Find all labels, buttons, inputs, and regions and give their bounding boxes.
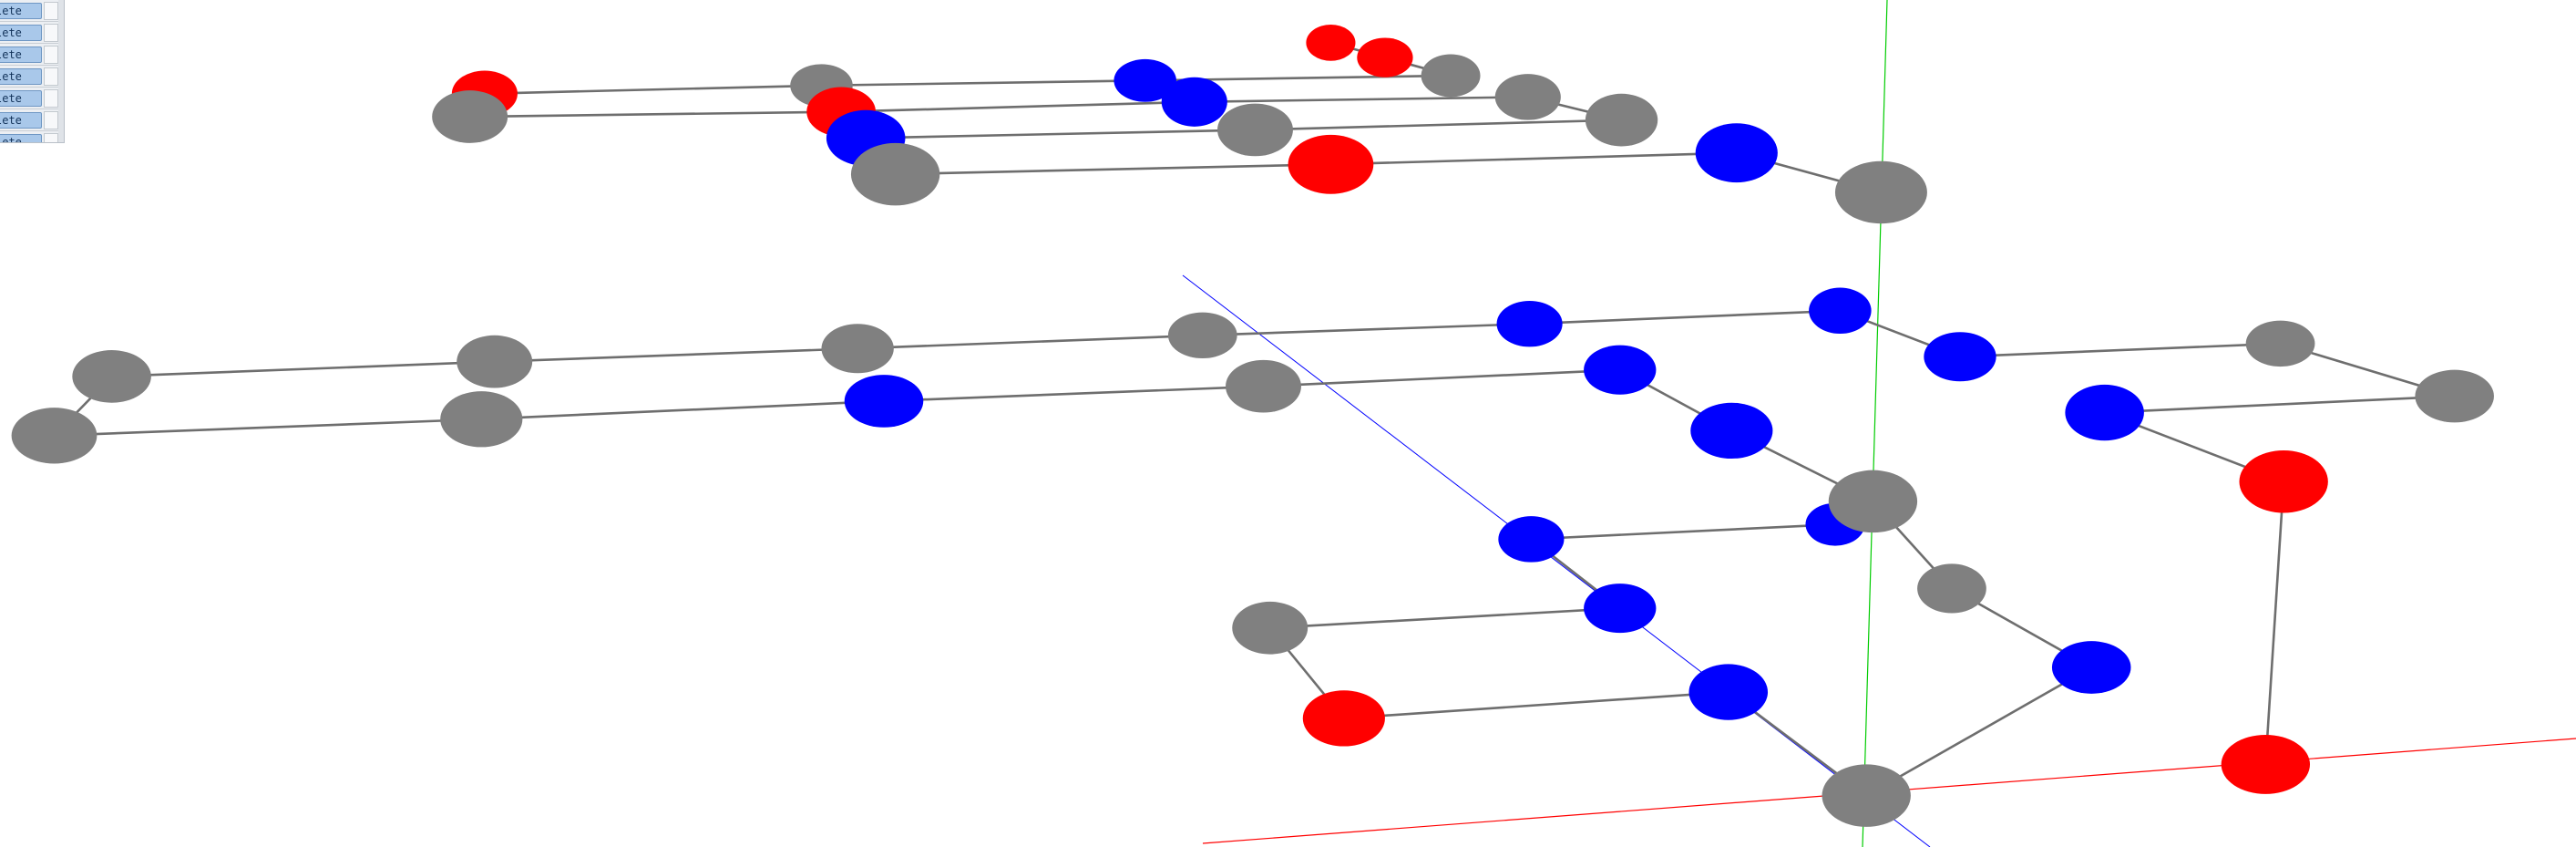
panel-scrollbar[interactable]	[58, 0, 64, 142]
y-axis-line	[1862, 0, 1888, 847]
bond	[1529, 309, 1841, 325]
gray-atom[interactable]	[2245, 320, 2315, 367]
gray-atom[interactable]	[1828, 470, 1918, 533]
gray-atom[interactable]	[850, 142, 940, 206]
panel-cell[interactable]	[44, 67, 58, 86]
panel-cell[interactable]	[44, 2, 58, 20]
bond	[1194, 96, 1528, 104]
delete-button[interactable]: lete	[0, 25, 42, 41]
bond	[1865, 666, 2092, 797]
bond	[2264, 481, 2285, 765]
gray-atom[interactable]	[457, 335, 533, 388]
gray-atom[interactable]	[1167, 312, 1237, 359]
gray-atom[interactable]	[440, 391, 523, 448]
gray-atom[interactable]	[1421, 54, 1481, 98]
bond	[1330, 151, 1737, 166]
delete-button[interactable]: lete	[0, 68, 42, 85]
panel-row: lete	[0, 0, 64, 22]
panel-cell[interactable]	[44, 46, 58, 64]
panel-row: lete	[0, 109, 64, 131]
red-atom[interactable]	[1302, 690, 1385, 747]
blue-atom[interactable]	[1809, 287, 1872, 335]
gray-atom[interactable]	[72, 350, 151, 403]
gray-atom[interactable]	[11, 408, 97, 464]
panel-cell[interactable]	[44, 111, 58, 129]
bond	[1255, 119, 1622, 131]
red-atom[interactable]	[2239, 450, 2328, 513]
delete-button[interactable]: lete	[0, 46, 42, 63]
bond	[883, 385, 1264, 403]
bond	[54, 418, 482, 438]
delete-button[interactable]: lete	[0, 90, 42, 107]
bond	[469, 110, 842, 119]
gray-atom[interactable]	[432, 90, 508, 143]
blue-atom[interactable]	[1161, 77, 1227, 127]
panel-row: lete	[0, 44, 64, 66]
panel-cell[interactable]	[44, 133, 58, 142]
gray-atom[interactable]	[821, 324, 894, 374]
panel-row: lete	[0, 66, 64, 88]
blue-atom[interactable]	[844, 375, 924, 428]
bond	[1531, 522, 1836, 541]
red-atom[interactable]	[2221, 734, 2311, 794]
bond	[481, 399, 885, 421]
gray-atom[interactable]	[1917, 563, 1986, 614]
bond	[857, 334, 1203, 350]
gray-atom[interactable]	[2415, 369, 2494, 423]
bond	[1959, 342, 2281, 358]
blue-atom[interactable]	[1688, 664, 1769, 720]
bond	[1202, 322, 1530, 337]
red-atom[interactable]	[1288, 134, 1374, 194]
blue-atom[interactable]	[1584, 345, 1657, 395]
delete-button[interactable]: lete	[0, 3, 42, 19]
delete-button[interactable]: lete	[0, 134, 42, 142]
panel-row: lete	[0, 131, 64, 142]
blue-atom[interactable]	[2051, 641, 2131, 694]
panel-row: lete	[0, 22, 64, 44]
gray-atom[interactable]	[1494, 74, 1561, 120]
bond	[1263, 368, 1620, 388]
blue-atom[interactable]	[1496, 300, 1563, 347]
bond	[821, 79, 1145, 88]
bond	[895, 163, 1331, 176]
gray-atom[interactable]	[1217, 103, 1293, 157]
panel-cell[interactable]	[44, 89, 58, 108]
blue-atom[interactable]	[2065, 384, 2144, 441]
bond	[841, 100, 1195, 113]
panel-cell[interactable]	[44, 24, 58, 42]
blue-atom[interactable]	[1498, 516, 1565, 563]
gray-atom[interactable]	[1834, 160, 1927, 224]
bond	[111, 360, 495, 378]
blue-atom[interactable]	[1114, 58, 1176, 102]
delete-button[interactable]: lete	[0, 112, 42, 129]
side-control-panel: lete lete lete lete lete lete lete	[0, 0, 65, 143]
bond	[1343, 690, 1729, 720]
bond	[1269, 606, 1620, 630]
bond	[2104, 395, 2455, 414]
bond	[484, 84, 822, 96]
gray-atom[interactable]	[1226, 359, 1301, 413]
red-atom[interactable]	[1306, 25, 1356, 61]
gray-atom[interactable]	[1232, 601, 1309, 655]
bond	[494, 346, 858, 363]
z-axis-line	[1182, 274, 1931, 847]
gray-atom[interactable]	[1585, 93, 1658, 147]
panel-row: lete	[0, 88, 64, 109]
red-atom[interactable]	[1357, 37, 1413, 77]
blue-atom[interactable]	[1924, 332, 1996, 382]
bond	[866, 129, 1256, 139]
blue-atom[interactable]	[1584, 584, 1657, 634]
blue-atom[interactable]	[1695, 123, 1778, 183]
blue-atom[interactable]	[1690, 402, 1773, 460]
gray-atom[interactable]	[1822, 764, 1911, 827]
